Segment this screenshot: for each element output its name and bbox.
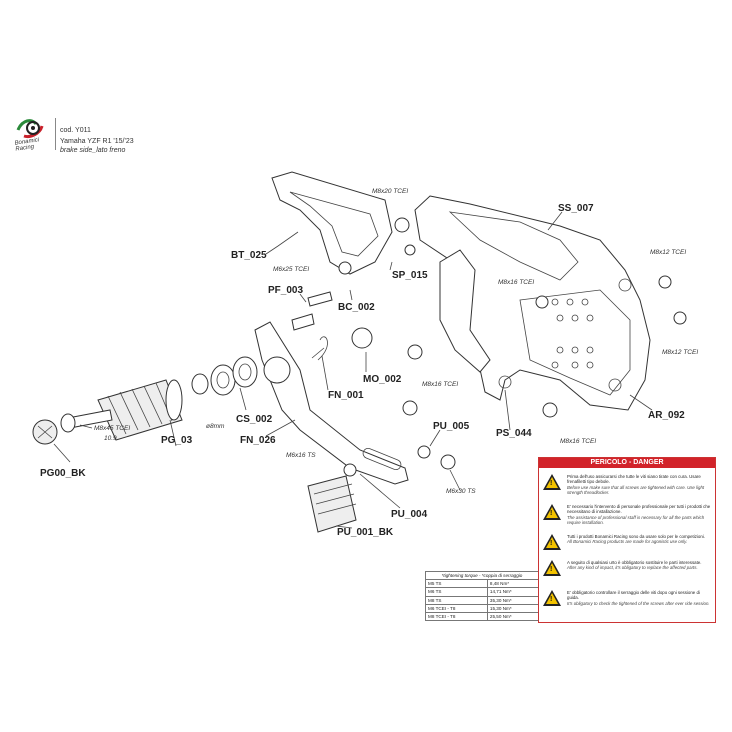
spec-phi8: ø8mm xyxy=(206,423,225,430)
label-ps-044: PS_044 xyxy=(496,428,532,439)
danger-text-it: Tutti i prodotti Bonamici Racing sono da… xyxy=(567,534,705,539)
danger-title: PERICOLO - DANGER xyxy=(539,458,715,468)
torque-value: 8,48 Nm* xyxy=(486,579,540,589)
leader-lines xyxy=(53,211,653,529)
danger-text-en: The assistance of professional staff is … xyxy=(567,514,705,526)
spec-m8x16-a: M8x16 TCEI xyxy=(498,279,534,286)
footpeg-part xyxy=(97,379,183,441)
product-model: Yamaha YZF R1 '15/'23 xyxy=(60,138,134,145)
label-ar-092: AR_092 xyxy=(648,410,685,421)
label-pg00-bk: PG00_BK xyxy=(40,468,86,479)
label-pu-001-bk: PU_001_BK xyxy=(337,527,394,538)
torque-value: 14,71 Nm* xyxy=(486,587,540,597)
torque-table: *tightening torque - *coppia di serraggi… xyxy=(425,570,540,622)
spec-m8x12-b: M8x12 TCEI xyxy=(662,349,698,356)
warning-icon xyxy=(543,504,561,520)
torque-value: 25,50 Nm* xyxy=(486,611,540,622)
main-bracket-part xyxy=(414,195,651,411)
danger-text-it: A seguito di qualsiasi urto è obbligator… xyxy=(567,560,702,565)
screws-group xyxy=(291,217,687,477)
torque-value: 15,30 Nm* xyxy=(486,603,540,613)
label-pu-005: PU_005 xyxy=(433,421,470,432)
heel-plate-part xyxy=(271,171,393,275)
peg-cap-part xyxy=(32,419,58,445)
spec-m8x20: M8x20 TCEI xyxy=(372,188,408,195)
header-divider xyxy=(55,118,56,150)
label-cs-002: CS_002 xyxy=(236,414,273,425)
danger-text-en: After any kind of impact, it's obligator… xyxy=(567,565,698,571)
washer-part xyxy=(191,373,209,395)
bearing-part xyxy=(232,356,258,388)
label-fn-026: FN_026 xyxy=(240,435,276,446)
warning-icon xyxy=(543,560,561,576)
spec-m8x45-2: 10.9 xyxy=(104,435,117,442)
bonamici-logo xyxy=(16,119,44,138)
danger-text-it: Prima dell'uso assicurarsi che tutte le … xyxy=(567,474,701,485)
brake-lever-part xyxy=(254,321,409,485)
warning-icon xyxy=(543,474,561,490)
product-side: brake side_lato freno xyxy=(60,147,126,154)
spec-m8x16-b: M8x16 TCEI xyxy=(422,381,458,388)
label-fn-001: FN_001 xyxy=(328,390,364,401)
torque-table-header: *tightening torque - *coppia di serraggi… xyxy=(425,570,539,581)
danger-text-en: All Bonamici Racing products are made fo… xyxy=(567,539,688,545)
torque-screw: M6 TCEI - T8 xyxy=(425,603,488,613)
torque-screw: M8 TCEI - T8 xyxy=(425,611,488,622)
danger-text-en: Before use make sure that all screws are… xyxy=(567,484,705,496)
torque-screw: M6 TS xyxy=(425,587,488,597)
torque-screw: M5 TS xyxy=(425,579,488,589)
label-ss-007: SS_007 xyxy=(558,203,594,214)
label-mo-002: MO_002 xyxy=(363,374,402,385)
spec-m6x25: M6x25 TCEI xyxy=(273,266,309,273)
label-bc-002: BC_002 xyxy=(338,302,375,313)
danger-text-it: E' obbligatorio controllare il serraggio… xyxy=(567,590,700,601)
warning-icon xyxy=(543,590,561,606)
label-pf-003: PF_003 xyxy=(268,285,303,296)
torque-screw: M8 TS xyxy=(425,595,488,605)
danger-text-it: E' necessario l'intervento di personale … xyxy=(567,504,711,515)
danger-text-en: It's obligatory to check the tightened o… xyxy=(567,600,710,606)
warning-icon xyxy=(543,534,561,550)
spec-m8x45-1: M8x45 TCEI xyxy=(94,425,130,432)
torque-value: 35,30 Nm* xyxy=(486,595,540,605)
spec-m6x16: M6x16 TS xyxy=(286,452,316,459)
spec-m8x16-c: M8x16 TCEI xyxy=(560,438,596,445)
spacer-part xyxy=(210,364,236,396)
label-bt-025: BT_025 xyxy=(231,250,267,261)
label-pu-004: PU_004 xyxy=(391,509,428,520)
danger-notice: PERICOLO - DANGER ! Prima dell'uso assic… xyxy=(538,457,716,623)
plate-part xyxy=(439,249,491,373)
toe-peg-part xyxy=(307,475,357,533)
spec-m8x12-a: M8x12 TCEI xyxy=(650,249,686,256)
product-code: cod. Y011 xyxy=(60,127,91,134)
label-pg-03: PG_03 xyxy=(161,435,193,446)
label-sp-015: SP_015 xyxy=(392,270,428,281)
spec-m6x30: M6x30 TS xyxy=(446,488,476,495)
